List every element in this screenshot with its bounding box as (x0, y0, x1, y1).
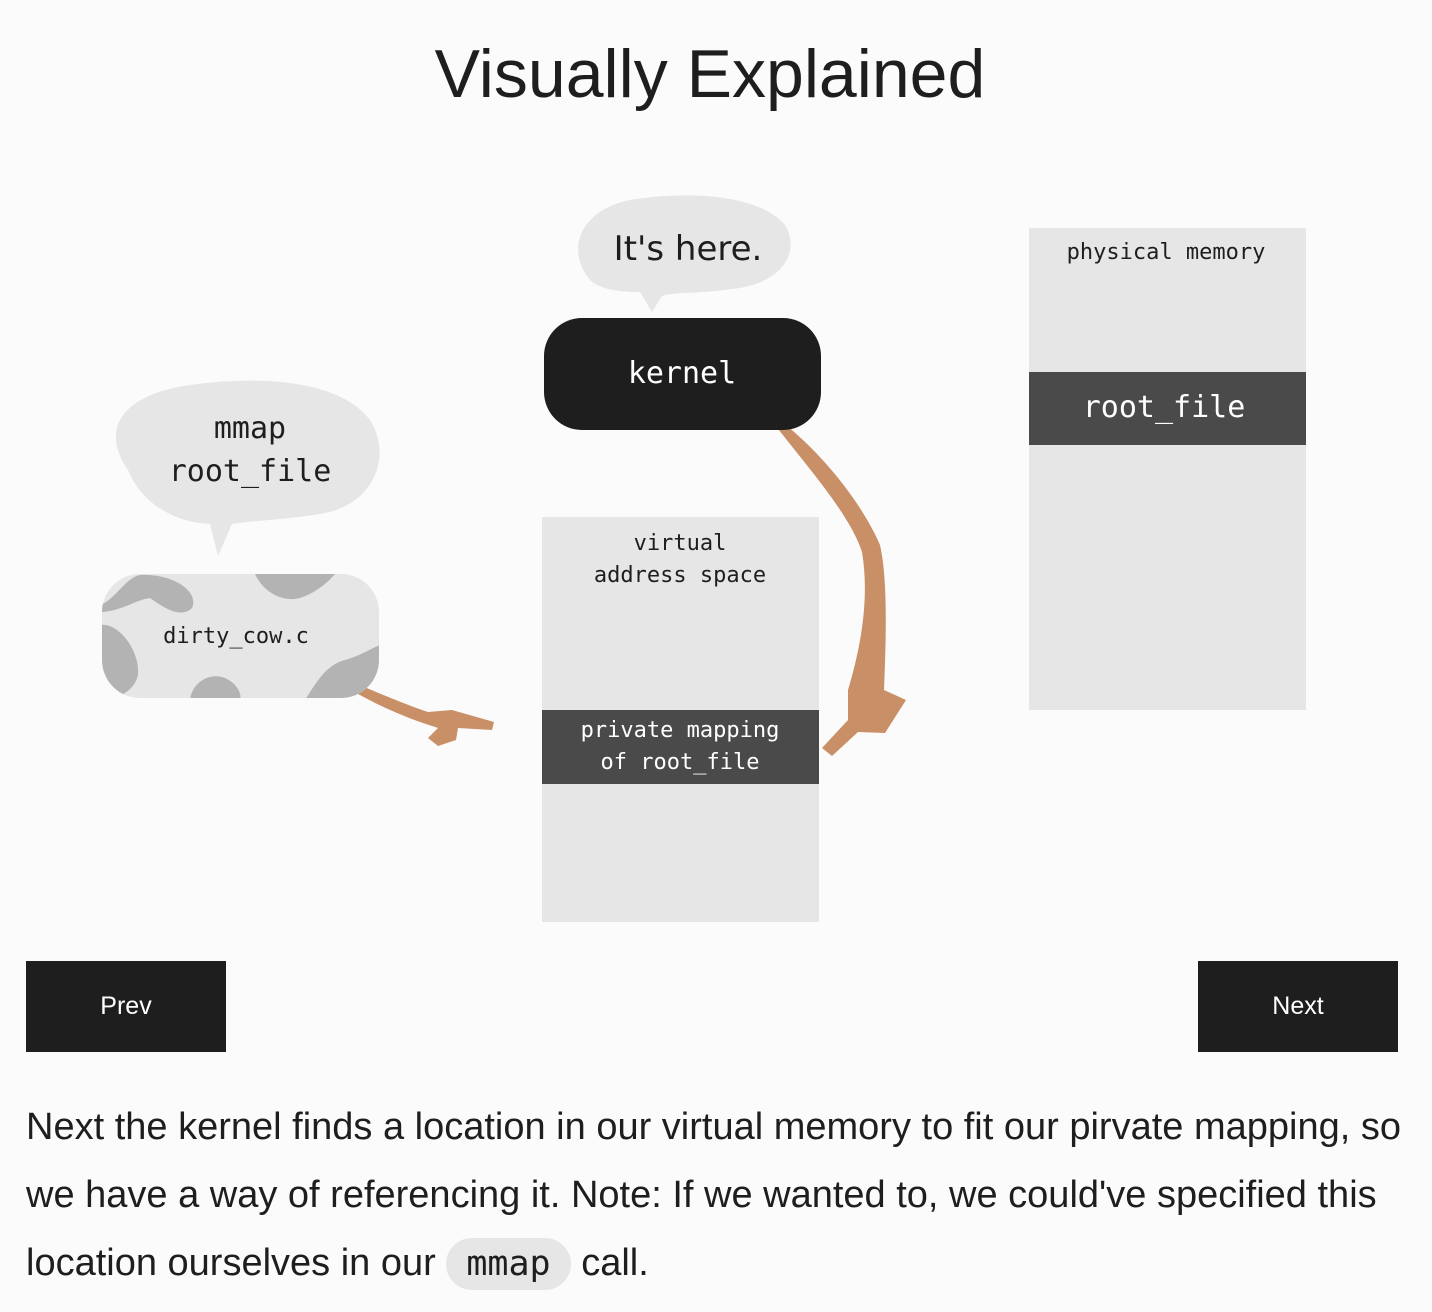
kernel-arm (775, 420, 906, 756)
virtual-address-space: virtual address space private mapping of… (542, 517, 819, 922)
mapping-label-line2: of root_file (601, 750, 760, 775)
private-mapping-block: private mapping of root_file (542, 710, 819, 784)
program-label: dirty_cow.c (163, 624, 309, 649)
virtual-label-line1: virtual (634, 531, 727, 556)
kernel-label: kernel (628, 356, 736, 391)
explanation-text-end: call. (570, 1242, 649, 1284)
prev-button[interactable]: Prev (26, 961, 226, 1052)
physical-label: physical memory (1067, 240, 1266, 265)
next-button[interactable]: Next (1198, 961, 1398, 1052)
inline-code-mmap: mmap (446, 1238, 571, 1290)
mapping-label-line1: private mapping (581, 718, 780, 743)
program-arm (358, 686, 494, 746)
program-speech-bubble: mmap root_file (115, 380, 380, 556)
physical-root-file-block: root_file (1029, 372, 1306, 445)
explanation-text: Next the kernel finds a location in our … (26, 1106, 1401, 1284)
program-speech-line1: mmap (214, 411, 286, 446)
kernel-speech-bubble: It's here. (578, 195, 791, 312)
virtual-label-line2: address space (594, 563, 766, 588)
program-speech-line2: root_file (169, 454, 332, 489)
dirty-cow-program-box: dirty_cow.c (102, 574, 379, 698)
kernel-speech-text: It's here. (614, 229, 763, 269)
explanation-paragraph: Next the kernel finds a location in our … (26, 1093, 1406, 1298)
dirty-cow-diagram: It's here. kernel mmap root_file dirty_c… (102, 195, 1306, 922)
physical-file-label: root_file (1083, 390, 1246, 425)
kernel-box: kernel (544, 318, 821, 430)
physical-memory: physical memory root_file (1029, 228, 1306, 710)
page-title: Visually Explained (434, 36, 986, 112)
